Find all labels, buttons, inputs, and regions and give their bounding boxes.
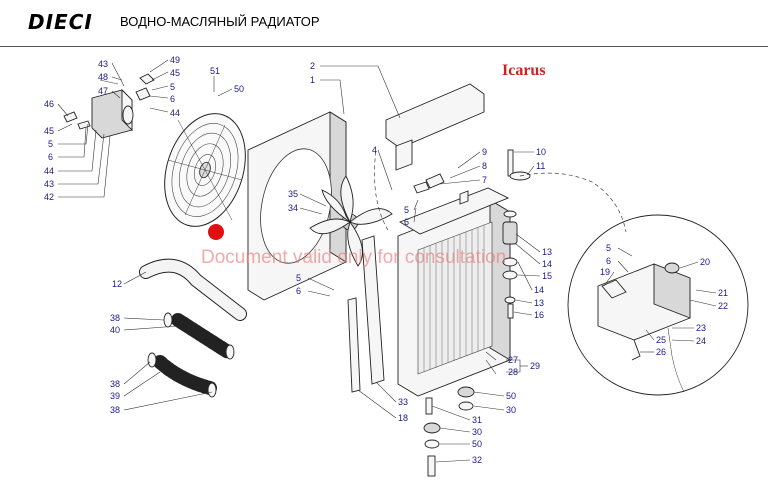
callout-6a: 6 bbox=[170, 94, 175, 104]
callout-32: 32 bbox=[472, 455, 482, 465]
callout-13a: 13 bbox=[542, 247, 552, 257]
callout-46: 46 bbox=[44, 99, 54, 109]
callout-21: 21 bbox=[718, 288, 728, 298]
callout-50a: 50 bbox=[234, 84, 244, 94]
consultation-watermark: Document valid only for consultation bbox=[201, 247, 507, 268]
callout-4: 4 bbox=[372, 145, 377, 155]
fitting-left bbox=[63, 111, 78, 123]
callout-47: 47 bbox=[98, 86, 108, 96]
radiator-core bbox=[397, 187, 511, 397]
callout-15: 15 bbox=[542, 271, 552, 281]
callout-10: 10 bbox=[536, 147, 546, 157]
callout-50b: 50 bbox=[506, 391, 516, 401]
callout-5b: 5 bbox=[48, 139, 53, 149]
callout-22: 22 bbox=[718, 301, 728, 311]
fitting-elbow bbox=[135, 87, 151, 101]
shroud-link-dashed bbox=[374, 149, 389, 231]
callout-38b: 38 bbox=[110, 379, 120, 389]
callout-44b: 44 bbox=[44, 166, 54, 176]
callout-5c: 5 bbox=[404, 205, 409, 215]
callout-labels: 43 48 47 49 45 5 6 44 46 45 5 6 44 43 42… bbox=[44, 55, 728, 465]
callout-24: 24 bbox=[696, 336, 706, 346]
fan-blades bbox=[309, 175, 393, 267]
leader-lines bbox=[57, 59, 717, 463]
callout-11: 11 bbox=[536, 161, 545, 171]
dieci-logo: DIECI bbox=[28, 10, 93, 34]
icarus-watermark: Icarus bbox=[502, 62, 546, 79]
callout-45b: 45 bbox=[44, 126, 54, 136]
callout-48: 48 bbox=[98, 72, 108, 82]
hoses bbox=[139, 258, 247, 398]
callout-35: 35 bbox=[288, 189, 298, 199]
pump-flange bbox=[122, 105, 134, 125]
callout-18: 18 bbox=[398, 413, 408, 423]
callout-6b: 6 bbox=[48, 152, 53, 162]
callout-44a: 44 bbox=[170, 108, 180, 118]
page-title: ВОДНО-МАСЛЯНЫЙ РАДИАТОР bbox=[120, 14, 320, 29]
callout-12: 12 bbox=[112, 279, 122, 289]
callout-30a: 30 bbox=[506, 405, 516, 415]
callout-9: 9 bbox=[482, 147, 487, 157]
top-fittings bbox=[413, 149, 531, 194]
hose-path-dashed bbox=[519, 172, 627, 233]
pump-assembly bbox=[63, 73, 155, 139]
callout-51: 51 bbox=[210, 66, 220, 76]
callout-5e: 5 bbox=[606, 243, 611, 253]
callout-38c: 38 bbox=[110, 405, 120, 415]
callout-7: 7 bbox=[482, 175, 487, 185]
callout-14b: 14 bbox=[534, 285, 544, 295]
callout-27: 27 bbox=[508, 355, 518, 365]
callout-6e: 6 bbox=[606, 256, 611, 266]
callout-29: 29 bbox=[530, 361, 540, 371]
callout-14a: 14 bbox=[542, 259, 552, 269]
callout-16: 16 bbox=[534, 310, 544, 320]
expansion-tank-detail bbox=[567, 214, 749, 396]
callout-40: 40 bbox=[110, 325, 120, 335]
callout-45a: 45 bbox=[170, 68, 180, 78]
callout-1: 1 bbox=[310, 75, 315, 85]
mount-dampers bbox=[502, 210, 518, 319]
callout-13b: 13 bbox=[534, 298, 544, 308]
mounting-bracket bbox=[385, 83, 485, 171]
callout-5a: 5 bbox=[170, 82, 175, 92]
callout-19: 19 bbox=[600, 267, 610, 277]
callout-2: 2 bbox=[310, 61, 315, 71]
header-divider bbox=[0, 46, 768, 47]
bottom-dampers bbox=[423, 386, 475, 477]
callout-26: 26 bbox=[656, 347, 666, 357]
callout-50c: 50 bbox=[472, 439, 482, 449]
page-header: DIECI ВОДНО-МАСЛЯНЫЙ РАДИАТОР bbox=[0, 0, 768, 48]
bolt bbox=[99, 79, 119, 85]
red-marker-dot bbox=[208, 224, 224, 240]
callout-6c: 6 bbox=[404, 217, 409, 227]
callout-5d: 5 bbox=[296, 273, 301, 283]
callout-39: 39 bbox=[110, 391, 120, 401]
callout-25: 25 bbox=[656, 335, 666, 345]
callout-42: 42 bbox=[44, 192, 54, 202]
callout-8: 8 bbox=[482, 161, 487, 171]
callout-28: 28 bbox=[508, 367, 518, 377]
callout-6d: 6 bbox=[296, 286, 301, 296]
foam-strip bbox=[347, 297, 361, 393]
callout-43b: 43 bbox=[44, 179, 54, 189]
callout-49: 49 bbox=[170, 55, 180, 65]
fitting-left-2 bbox=[77, 120, 91, 130]
callout-23: 23 bbox=[696, 323, 706, 333]
callout-34: 34 bbox=[288, 203, 298, 213]
callout-30b: 30 bbox=[472, 427, 482, 437]
callout-38a: 38 bbox=[110, 313, 120, 323]
callout-20: 20 bbox=[700, 257, 710, 267]
side-seal bbox=[361, 235, 385, 385]
callout-33: 33 bbox=[398, 397, 408, 407]
callout-43a: 43 bbox=[98, 59, 108, 69]
callout-31: 31 bbox=[472, 415, 482, 425]
fitting-top bbox=[139, 73, 155, 85]
fan-guard bbox=[164, 113, 246, 227]
